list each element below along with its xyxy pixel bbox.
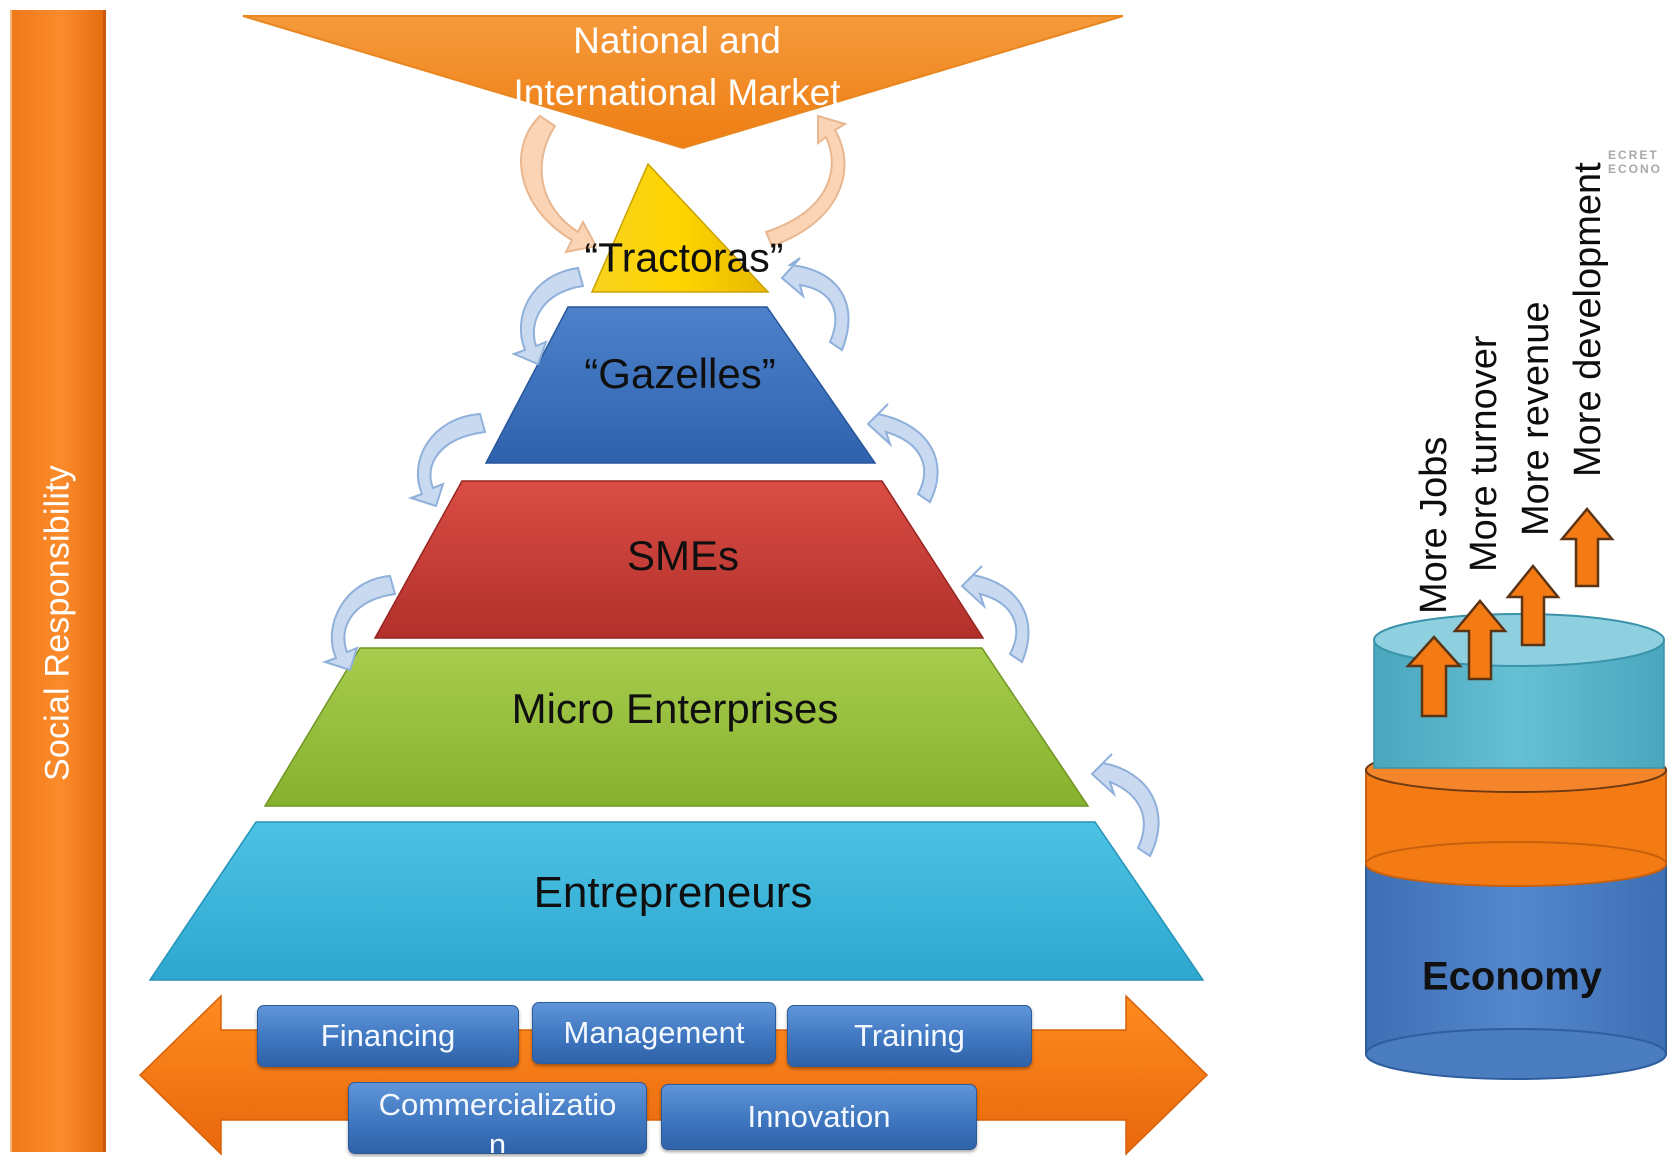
up-arrow-turnover [1452, 599, 1508, 681]
entrepreneurs-label: Entrepreneurs [533, 868, 813, 917]
micro-enterprises-label: Micro Enterprises [511, 685, 839, 732]
economy-cylinder [1365, 613, 1667, 1080]
social-responsibility-label: Social Responsibility [38, 464, 77, 782]
arrow-left-2 [407, 412, 487, 508]
pyramid-level-smes [373, 480, 985, 639]
pyramid-level-micro [263, 647, 1090, 807]
outcome-more-development: More development [1567, 162, 1609, 477]
training-box: Training [787, 1005, 1032, 1067]
outcome-more-jobs: More Jobs [1413, 436, 1455, 614]
arrow-left-1 [511, 266, 585, 366]
management-box: Management [532, 1002, 776, 1064]
pyramid-level-entrepreneurs [148, 821, 1205, 981]
market-funnel [242, 15, 1124, 150]
arrow-right-4 [1090, 753, 1160, 858]
level-arrows [321, 257, 1160, 858]
market-title-line1: National and [573, 20, 781, 61]
cylinder-orange-bottom-edge [1365, 841, 1667, 887]
watermark-line2: ECONO [1608, 162, 1663, 176]
up-arrow-development [1559, 507, 1615, 588]
cylinder-blue-bottom [1365, 1028, 1667, 1080]
watermark-stamp: ECRET ECONO [1608, 148, 1662, 176]
tractoras-label: “Tractoras” [584, 234, 784, 281]
market-flow-arrows [520, 114, 848, 254]
arrow-right-2 [866, 403, 939, 504]
market-arrow-up-right [764, 114, 848, 248]
market-title-line2: International Market [513, 72, 841, 113]
watermark-line1: ECRET [1608, 148, 1659, 162]
innovation-box: Innovation [661, 1084, 977, 1150]
economy-label: Economy [1421, 954, 1603, 999]
outcome-more-turnover: More turnover [1463, 335, 1505, 572]
up-arrow-revenue [1505, 564, 1561, 647]
pyramid-level-tractoras [590, 162, 770, 293]
outcome-more-revenue: More revenue [1515, 301, 1557, 536]
financing-box: Financing [257, 1005, 519, 1067]
arrow-left-3 [321, 574, 397, 672]
up-arrow-jobs [1405, 635, 1463, 718]
arrow-right-3 [960, 565, 1030, 664]
pyramid-level-gazelles [484, 306, 877, 464]
gazelles-label: “Gazelles” [584, 350, 776, 397]
smes-label: SMEs [626, 532, 740, 579]
arrow-right-1 [780, 257, 850, 352]
market-arrow-down-left [520, 114, 598, 254]
social-responsibility-bar [10, 10, 106, 1152]
cylinder-blue-body [1365, 863, 1667, 1055]
commercialization-box: Commercializatio n [348, 1082, 647, 1154]
outcome-arrows [1405, 507, 1615, 718]
